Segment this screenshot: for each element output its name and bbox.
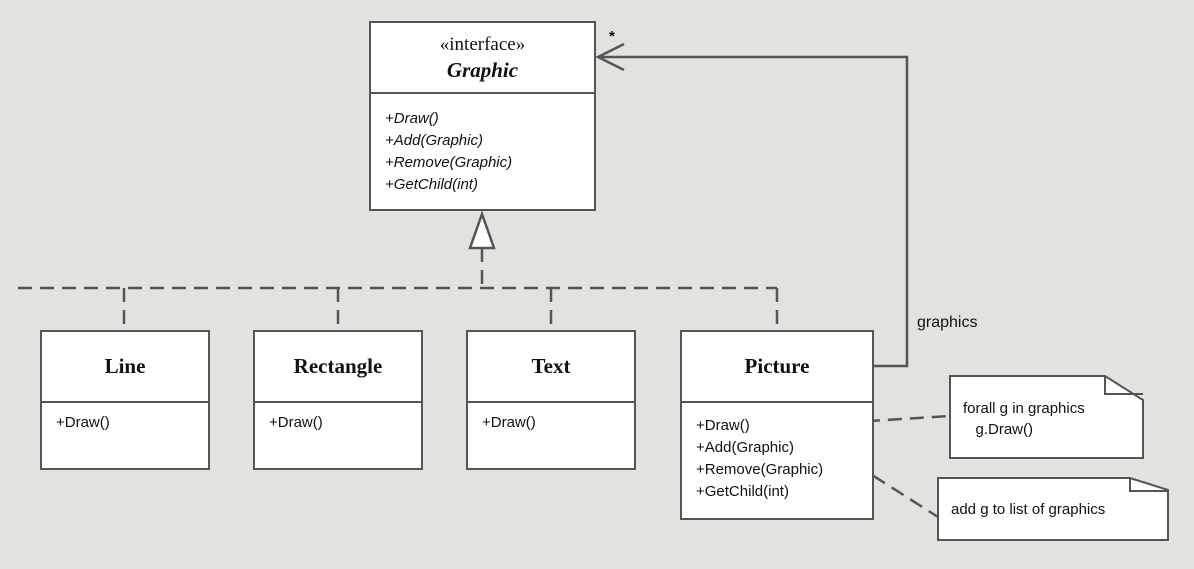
interface-stereotype: «interface»	[439, 33, 526, 55]
note-draw	[949, 375, 1144, 459]
class-name: Line	[104, 354, 146, 378]
operation: +Remove(Graphic)	[385, 154, 513, 171]
note-add-text: add g to list of graphics	[951, 501, 1106, 518]
note-draw-text: forall g in graphics g.Draw()	[963, 400, 1085, 438]
class-picture: Picture +Draw() +Add(Graphic) +Remove(Gr…	[680, 330, 874, 520]
class-header: Line	[42, 332, 208, 403]
class-operations: +Draw()	[468, 403, 634, 443]
operation: +GetChild(int)	[385, 176, 478, 193]
class-header: Rectangle	[255, 332, 421, 403]
interface-graphic: «interface» Graphic +Draw() +Add(Graphic…	[369, 21, 596, 211]
operation: +Draw()	[696, 417, 750, 434]
class-name: Text	[531, 354, 571, 378]
operation: +Remove(Graphic)	[696, 461, 824, 478]
association-role-label: graphics	[917, 314, 978, 331]
association-arrowhead	[595, 42, 625, 72]
class-text: Text +Draw()	[466, 330, 636, 470]
note-connector-add	[835, 450, 939, 519]
class-operations: +Draw()	[255, 403, 421, 443]
interface-operations: +Draw() +Add(Graphic) +Remove(Graphic) +…	[371, 94, 594, 205]
association-multiplicity: *	[609, 28, 615, 45]
association-line	[598, 55, 909, 368]
interface-name: Graphic	[446, 57, 519, 82]
operation: +Add(Graphic)	[696, 439, 794, 456]
class-name: Picture	[744, 354, 810, 378]
class-name: Rectangle	[293, 354, 383, 378]
operation: +Draw()	[385, 110, 439, 127]
operation: +Add(Graphic)	[385, 132, 483, 149]
class-line: Line +Draw()	[40, 330, 210, 470]
class-rectangle: Rectangle +Draw()	[253, 330, 423, 470]
operation: +Draw()	[56, 414, 110, 431]
operation: +Draw()	[269, 414, 323, 431]
note-add	[937, 477, 1169, 541]
class-operations: +Draw()	[42, 403, 208, 443]
class-header: Text	[468, 332, 634, 403]
interface-header: «interface» Graphic	[371, 23, 594, 94]
class-operations: +Draw() +Add(Graphic) +Remove(Graphic) +…	[682, 403, 872, 512]
class-header: Picture	[682, 332, 872, 403]
realization-arrowhead	[468, 210, 496, 250]
operation: +GetChild(int)	[696, 483, 789, 500]
operation: +Draw()	[482, 414, 536, 431]
